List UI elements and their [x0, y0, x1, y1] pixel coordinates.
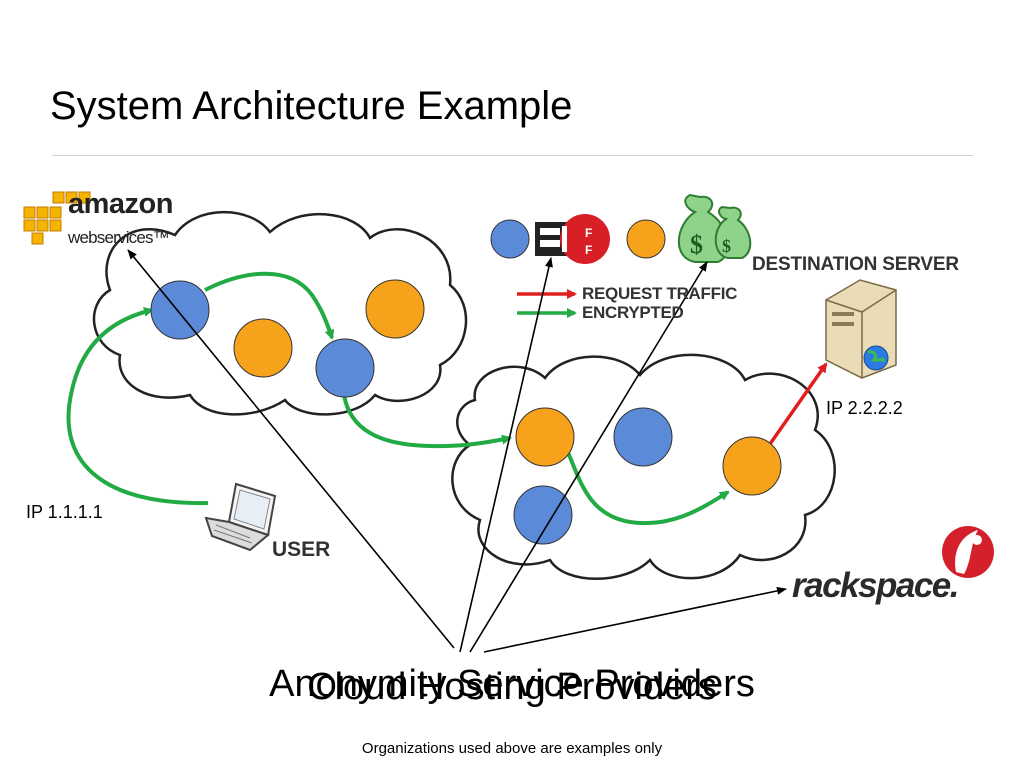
- user-ip-label: IP 1.1.1.1: [26, 502, 103, 522]
- node-orange: [515, 407, 575, 467]
- legend-request-label: REQUEST TRAFFIC: [582, 284, 738, 303]
- callout-arrow-to-rackspace: [483, 586, 787, 653]
- slide-title: System Architecture Example: [50, 84, 573, 128]
- eff-logo-icon: F F: [535, 214, 610, 264]
- rackspace-logo-text: rackspace.: [792, 566, 959, 605]
- user-label: USER: [272, 538, 331, 561]
- callout-arrow-to-aws: [127, 249, 455, 649]
- footnote: Organizations used above are examples on…: [361, 740, 663, 757]
- svg-text:F: F: [585, 226, 592, 240]
- legend-encrypted-label: ENCRYPTED: [582, 303, 684, 322]
- node-orange: [233, 318, 293, 378]
- aws-logo-text: amazon: [68, 188, 173, 220]
- svg-text:$: $: [690, 230, 703, 259]
- destination-ip-label: IP 2.2.2.2: [826, 398, 903, 418]
- caption-anonymity-providers: Anonymity Service Providers: [269, 663, 755, 705]
- caption-cloud-hosting-providers: Cloud Hosting Providers: [307, 666, 717, 708]
- callout-arrow-to-eff: [459, 257, 553, 653]
- legend-node-blue: [490, 219, 530, 259]
- aws-cubes-icon: [23, 191, 91, 245]
- encrypted-path-hop-2: [342, 394, 512, 449]
- node-blue: [513, 485, 573, 545]
- destination-server-label: DESTINATION SERVER: [752, 254, 959, 275]
- callout-arrow-to-money: [469, 261, 708, 653]
- server-globe-icon: [825, 279, 897, 379]
- request-traffic-to-server: [768, 362, 828, 446]
- aws-logo-subtext: webservices™: [68, 228, 170, 247]
- encrypted-path-hop-3: [565, 449, 730, 526]
- title-divider: [52, 155, 973, 156]
- encrypted-path-user-to-node: [66, 306, 209, 506]
- node-orange: [365, 279, 425, 339]
- rackspace-logo-icon: [942, 526, 994, 578]
- legend-node-orange: [626, 219, 666, 259]
- node-orange: [722, 436, 782, 496]
- encrypted-path-hop-1: [204, 271, 335, 340]
- aws-logo: amazon webservices™: [20, 188, 180, 252]
- svg-text:F: F: [585, 243, 592, 257]
- node-blue: [613, 407, 673, 467]
- money-bags-icon: $ $: [677, 193, 752, 263]
- node-blue: [315, 338, 375, 398]
- svg-text:$: $: [722, 236, 731, 256]
- laptop-icon: [204, 482, 277, 552]
